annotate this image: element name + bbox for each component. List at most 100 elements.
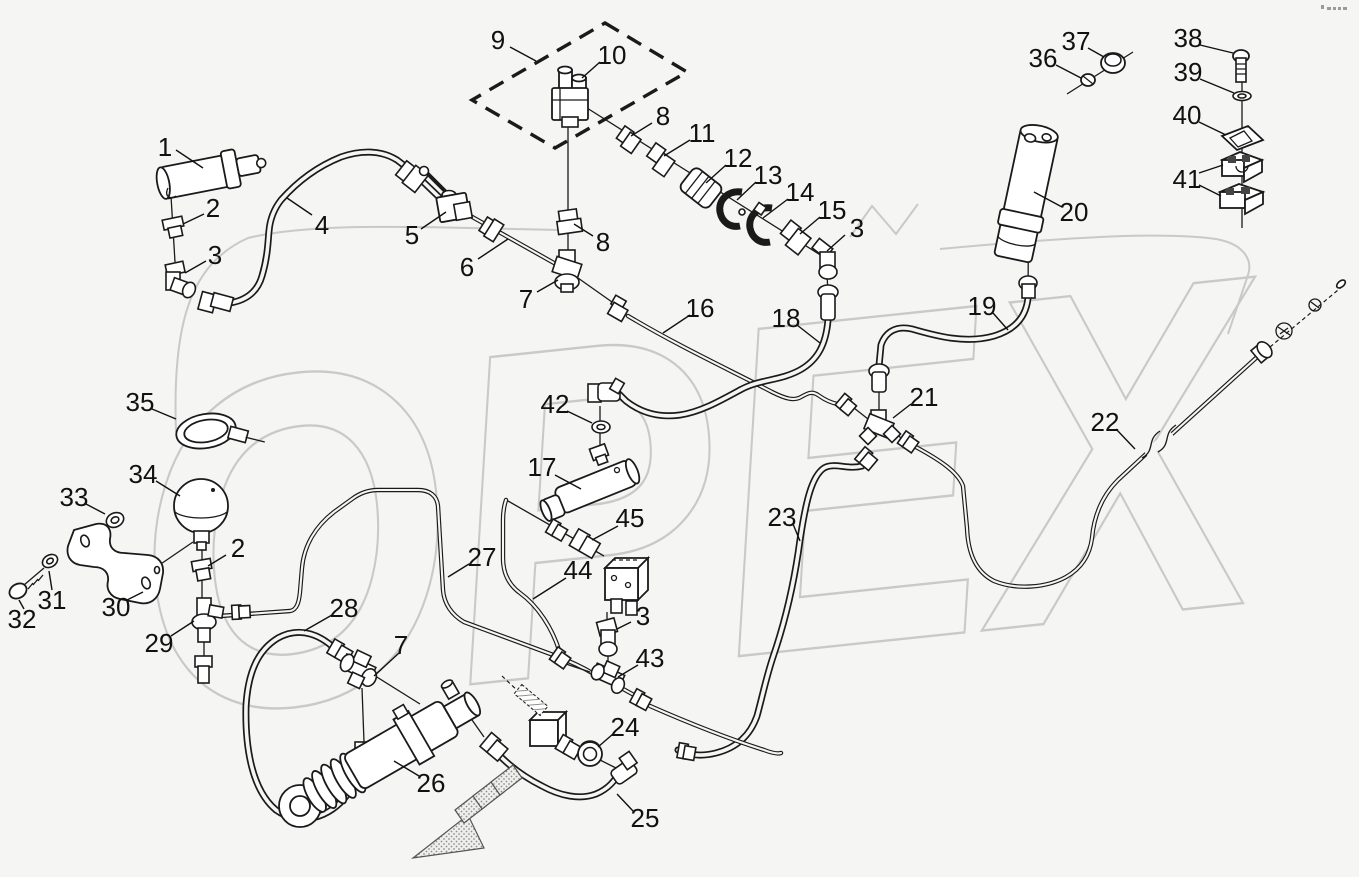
part-number-32: 32 — [8, 604, 37, 634]
leader-line — [532, 577, 567, 600]
leader-line — [616, 621, 632, 630]
part-number-9: 9 — [491, 25, 505, 55]
leader-line — [663, 139, 691, 157]
part-1-cylinder — [155, 148, 267, 200]
part-39-washer — [1232, 90, 1252, 102]
part-number-35: 35 — [126, 387, 155, 417]
direction-arrow — [410, 764, 523, 859]
part-3-elbow-b — [810, 237, 838, 280]
part-33-nut — [105, 511, 125, 529]
part-number-8: 8 — [656, 101, 670, 131]
part-number-8: 8 — [596, 227, 610, 257]
leader-line — [573, 223, 594, 237]
leader-line — [48, 570, 53, 591]
leader-line — [85, 503, 106, 515]
part-number-21: 21 — [910, 382, 939, 412]
part-2-fitting-a — [161, 215, 185, 239]
part-number-5: 5 — [405, 220, 419, 250]
part-32-screw — [8, 567, 45, 600]
pipe-22-end-fitting — [1249, 341, 1273, 365]
part-17-top-nut — [588, 442, 610, 467]
fitting-below-29 — [194, 655, 213, 684]
part-switch — [513, 683, 569, 749]
part-number-36: 36 — [1029, 43, 1058, 73]
leader-line — [662, 314, 691, 334]
hose-19-fitting — [868, 363, 890, 393]
part-45-fitting — [568, 527, 602, 560]
hose-23-fittings — [675, 445, 879, 762]
leader-line — [554, 474, 582, 490]
pressure-switch-block — [602, 555, 651, 616]
leader-line — [799, 216, 821, 235]
corner-mark — [1321, 5, 1347, 10]
leader-line — [1199, 78, 1235, 94]
part-number-44: 44 — [564, 555, 593, 585]
watermark: OPEX — [104, 174, 1301, 818]
part-number-23: 23 — [768, 502, 797, 532]
part-number-1: 1 — [158, 132, 172, 162]
leader-line — [393, 760, 420, 777]
leader-line — [581, 61, 601, 79]
leader-line — [792, 523, 801, 542]
leader-line — [616, 793, 634, 812]
part-42-elbow — [587, 377, 626, 434]
leader-line — [1198, 184, 1222, 197]
part-number-28: 28 — [330, 593, 359, 623]
part-number-13: 13 — [754, 160, 783, 190]
part-number-25: 25 — [631, 803, 660, 833]
leader-line — [1115, 428, 1136, 450]
leader-line — [126, 591, 144, 601]
part-14-clamp — [746, 201, 773, 246]
hose-18-fitting — [817, 284, 839, 321]
leader-line — [762, 198, 789, 219]
leader-line — [826, 234, 846, 252]
leader-line — [420, 211, 447, 230]
part-20-cylinder — [993, 124, 1059, 264]
watermark-text: OPEX — [106, 176, 1301, 818]
part-number-39: 39 — [1174, 57, 1203, 87]
part-number-26: 26 — [417, 768, 446, 798]
part-3-elbow-a — [164, 260, 197, 299]
leader-line — [1199, 44, 1234, 54]
fitting-switch-out — [554, 733, 583, 761]
part-15-fitting — [779, 218, 813, 256]
part-29-tee — [191, 597, 225, 643]
part-number-22: 22 — [1091, 407, 1120, 437]
leader-line — [796, 324, 821, 344]
part-20-bottom-fitting — [1018, 275, 1038, 299]
part-36-cap — [1080, 73, 1096, 87]
leader-line — [591, 525, 619, 541]
leader-line — [597, 733, 614, 748]
part-number-18: 18 — [772, 303, 801, 333]
part-12-coupler — [679, 167, 723, 209]
leader-line — [1198, 121, 1227, 136]
pipe-6-fitting — [477, 215, 505, 243]
part-34-accumulator — [173, 478, 229, 551]
leader-line — [170, 620, 195, 637]
thread-fittings — [1275, 279, 1347, 340]
part-number-43: 43 — [636, 643, 665, 673]
leader-line — [705, 164, 727, 184]
part-40-plate — [1220, 124, 1265, 152]
part-7-tee-b — [339, 649, 378, 690]
leader-line — [1087, 47, 1105, 58]
part-25-elbow — [610, 750, 639, 785]
part-number-7: 7 — [519, 284, 533, 314]
leader-line — [736, 181, 757, 201]
part-number-20: 20 — [1060, 197, 1089, 227]
leader-line — [175, 149, 204, 169]
leader-line — [151, 408, 177, 420]
part-number-17: 17 — [528, 452, 557, 482]
part-24-nut — [577, 740, 603, 767]
leader-line — [373, 652, 400, 677]
leader-line — [1033, 191, 1063, 208]
part-number-7: 7 — [394, 630, 408, 660]
part-41-clamps — [1217, 151, 1266, 216]
leader-line — [536, 279, 559, 293]
leader-line — [617, 664, 639, 678]
pipe-22-fitting — [896, 429, 920, 455]
part-number-34: 34 — [129, 459, 158, 489]
part-number-10: 10 — [598, 40, 627, 70]
